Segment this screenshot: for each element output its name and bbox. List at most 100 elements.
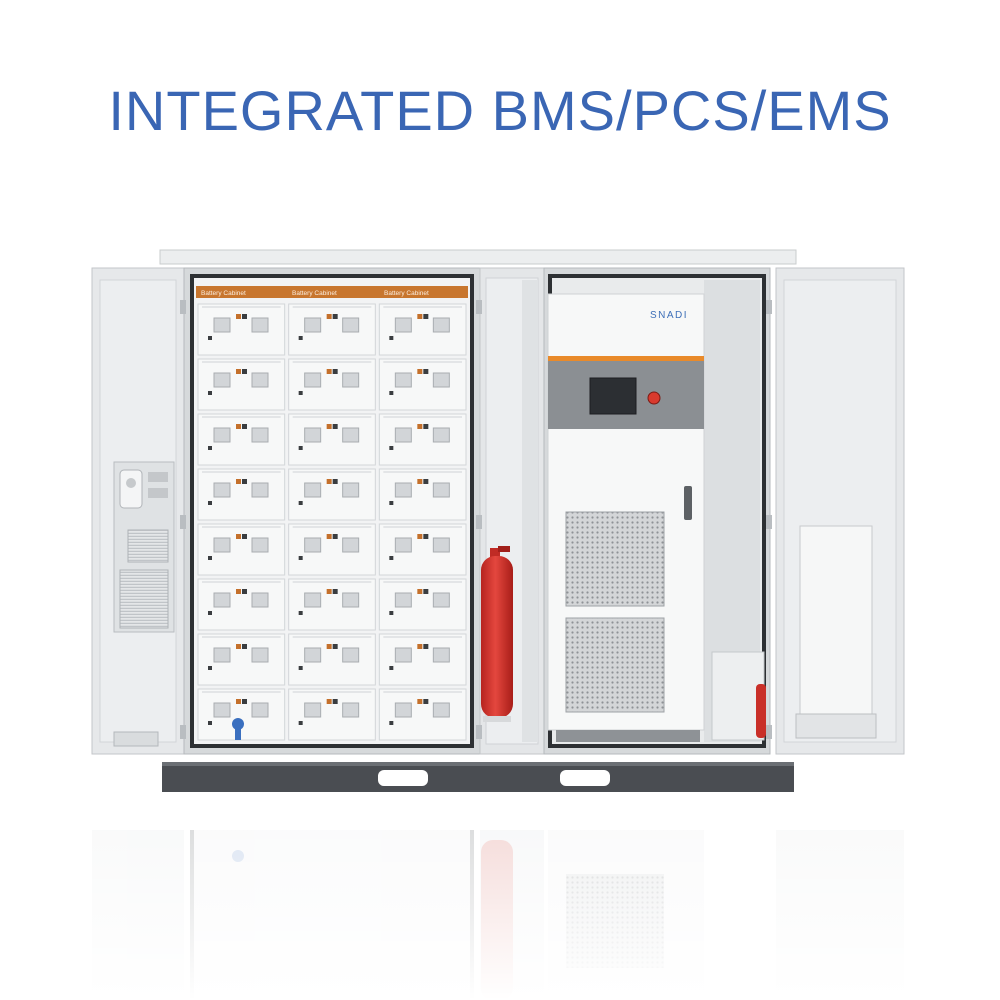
battery-terminal-icon [423, 479, 429, 484]
pcs-orange-stripe [548, 356, 704, 361]
battery-terminal-icon [417, 699, 423, 704]
battery-terminal-icon [332, 424, 338, 429]
battery-module-rail [383, 636, 462, 638]
battery-module [288, 688, 376, 741]
battery-fan-icon [251, 647, 269, 663]
battery-module [197, 578, 286, 631]
emergency-stop-icon [647, 391, 661, 405]
battery-fan-icon [251, 372, 269, 388]
battery-fan-icon [342, 592, 360, 608]
battery-terminal-icon [326, 479, 332, 484]
battery-module [197, 523, 286, 576]
battery-terminal-icon [423, 534, 429, 539]
battery-terminal-icon [332, 699, 338, 704]
battery-terminal-icon [332, 314, 338, 319]
battery-fan-icon [342, 702, 360, 718]
battery-module-rail [202, 526, 281, 528]
battery-fan-icon [304, 537, 322, 553]
key-lock-icon [232, 718, 244, 740]
battery-module [288, 358, 376, 411]
battery-module-rail [202, 306, 281, 308]
battery-module-rail [292, 636, 372, 638]
battery-connector-icon [389, 501, 394, 505]
battery-module-rail [383, 306, 462, 308]
battery-fan-icon [251, 482, 269, 498]
battery-terminal-icon [242, 479, 247, 484]
battery-fan-icon [394, 702, 412, 718]
battery-terminal-icon [242, 314, 247, 319]
battery-fan-icon [342, 427, 360, 443]
battery-connector-icon [298, 556, 303, 560]
battery-fan-icon [394, 372, 412, 388]
battery-fan-icon [213, 647, 231, 663]
battery-connector-icon [208, 666, 212, 670]
battery-module [197, 688, 286, 741]
battery-module-rail [202, 581, 281, 583]
battery-connector-icon [389, 336, 394, 340]
battery-module-rail [383, 471, 462, 473]
battery-connector-icon [298, 666, 303, 670]
battery-fan-icon [304, 647, 322, 663]
battery-terminal-icon [326, 699, 332, 704]
battery-module [197, 303, 286, 356]
battery-terminal-icon [326, 314, 332, 319]
battery-fan-icon [213, 537, 231, 553]
battery-fan-icon [304, 317, 322, 333]
battery-connector-icon [208, 556, 212, 560]
battery-module-rail [383, 691, 462, 693]
battery-terminal-icon [417, 424, 423, 429]
battery-fan-icon [251, 317, 269, 333]
battery-terminal-icon [423, 589, 429, 594]
battery-module [378, 633, 467, 686]
battery-fan-icon [304, 482, 322, 498]
battery-module-rail [292, 526, 372, 528]
battery-fan-icon [432, 427, 450, 443]
battery-fan-icon [213, 427, 231, 443]
battery-module [288, 468, 376, 521]
battery-module [288, 523, 376, 576]
battery-fan-icon [432, 482, 450, 498]
battery-terminal-icon [242, 369, 247, 374]
touchscreen-icon [589, 377, 637, 415]
battery-cabinet-label: Battery Cabinet [384, 290, 429, 297]
battery-module-grid [197, 303, 467, 741]
battery-connector-icon [298, 721, 303, 725]
battery-terminal-icon [332, 479, 338, 484]
battery-fan-icon [342, 482, 360, 498]
battery-fan-icon [432, 372, 450, 388]
battery-module-rail [292, 361, 372, 363]
battery-module [288, 633, 376, 686]
battery-module-rail [202, 471, 281, 473]
battery-connector-icon [298, 336, 303, 340]
battery-module-rail [292, 306, 372, 308]
battery-connector-icon [389, 556, 394, 560]
battery-terminal-icon [423, 314, 429, 319]
battery-fan-icon [304, 592, 322, 608]
battery-module-rail [292, 691, 372, 693]
battery-connector-icon [298, 391, 303, 395]
battery-module-rail [383, 416, 462, 418]
battery-connector-icon [208, 611, 212, 615]
battery-connector-icon [298, 611, 303, 615]
battery-terminal-icon [236, 479, 241, 484]
battery-fan-icon [304, 372, 322, 388]
battery-fan-icon [394, 482, 412, 498]
battery-fan-icon [251, 537, 269, 553]
battery-fan-icon [251, 702, 269, 718]
battery-connector-icon [389, 666, 394, 670]
battery-terminal-icon [242, 644, 247, 649]
battery-terminal-icon [242, 589, 247, 594]
battery-fan-icon [304, 702, 322, 718]
battery-connector-icon [389, 446, 394, 450]
battery-connector-icon [208, 721, 212, 725]
battery-module-rail [202, 416, 281, 418]
battery-terminal-icon [326, 534, 332, 539]
battery-terminal-icon [326, 589, 332, 594]
battery-module-rail [292, 416, 372, 418]
battery-connector-icon [208, 336, 212, 340]
battery-module [378, 468, 467, 521]
battery-fan-icon [251, 427, 269, 443]
battery-connector-icon [298, 501, 303, 505]
battery-module [197, 468, 286, 521]
battery-module-rail [202, 361, 281, 363]
